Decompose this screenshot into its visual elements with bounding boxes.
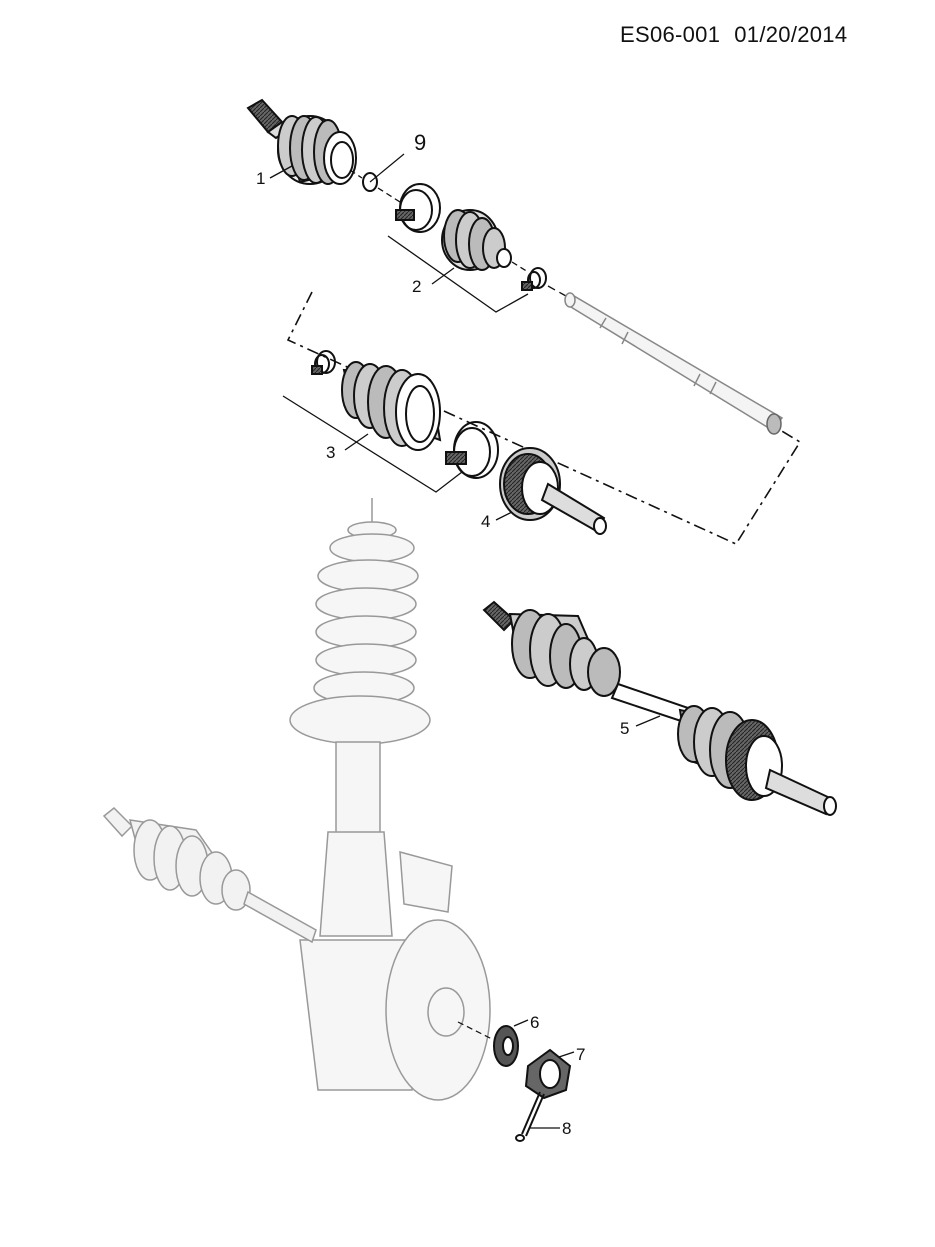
diagram-header: ES06-001 01/20/2014 xyxy=(620,22,861,48)
callout-9: 9 xyxy=(414,130,426,155)
callout-7: 7 xyxy=(576,1045,585,1064)
assembly-outline-top xyxy=(312,292,566,304)
callout-2: 2 xyxy=(412,277,421,296)
part-7-hub-nut xyxy=(524,1048,572,1100)
part-3-outer-boot-kit xyxy=(311,350,499,479)
callout-5: 5 xyxy=(620,719,629,738)
strut-knuckle-assembly xyxy=(289,498,491,1101)
callout-3: 3 xyxy=(326,443,335,462)
part-1-inner-cv-joint xyxy=(246,98,357,185)
part-4-outer-cv-joint xyxy=(499,447,607,535)
callout-6: 6 xyxy=(530,1013,539,1032)
part-2-inner-boot-kit xyxy=(395,183,547,291)
diagram-date: 01/20/2014 xyxy=(734,22,848,47)
diagram-code: ES06-001 xyxy=(620,22,721,47)
part-9-circlip xyxy=(362,153,405,192)
callout-8: 8 xyxy=(562,1119,571,1138)
callout-1: 1 xyxy=(256,169,265,188)
assembly-outline xyxy=(286,291,802,546)
installed-half-shaft xyxy=(102,806,317,944)
intermediate-shaft xyxy=(564,292,784,435)
callout-4: 4 xyxy=(481,512,490,531)
part-6-washer xyxy=(457,1021,519,1067)
part-8-cotter-pin xyxy=(515,1091,545,1142)
part-5-half-shaft xyxy=(482,600,837,816)
